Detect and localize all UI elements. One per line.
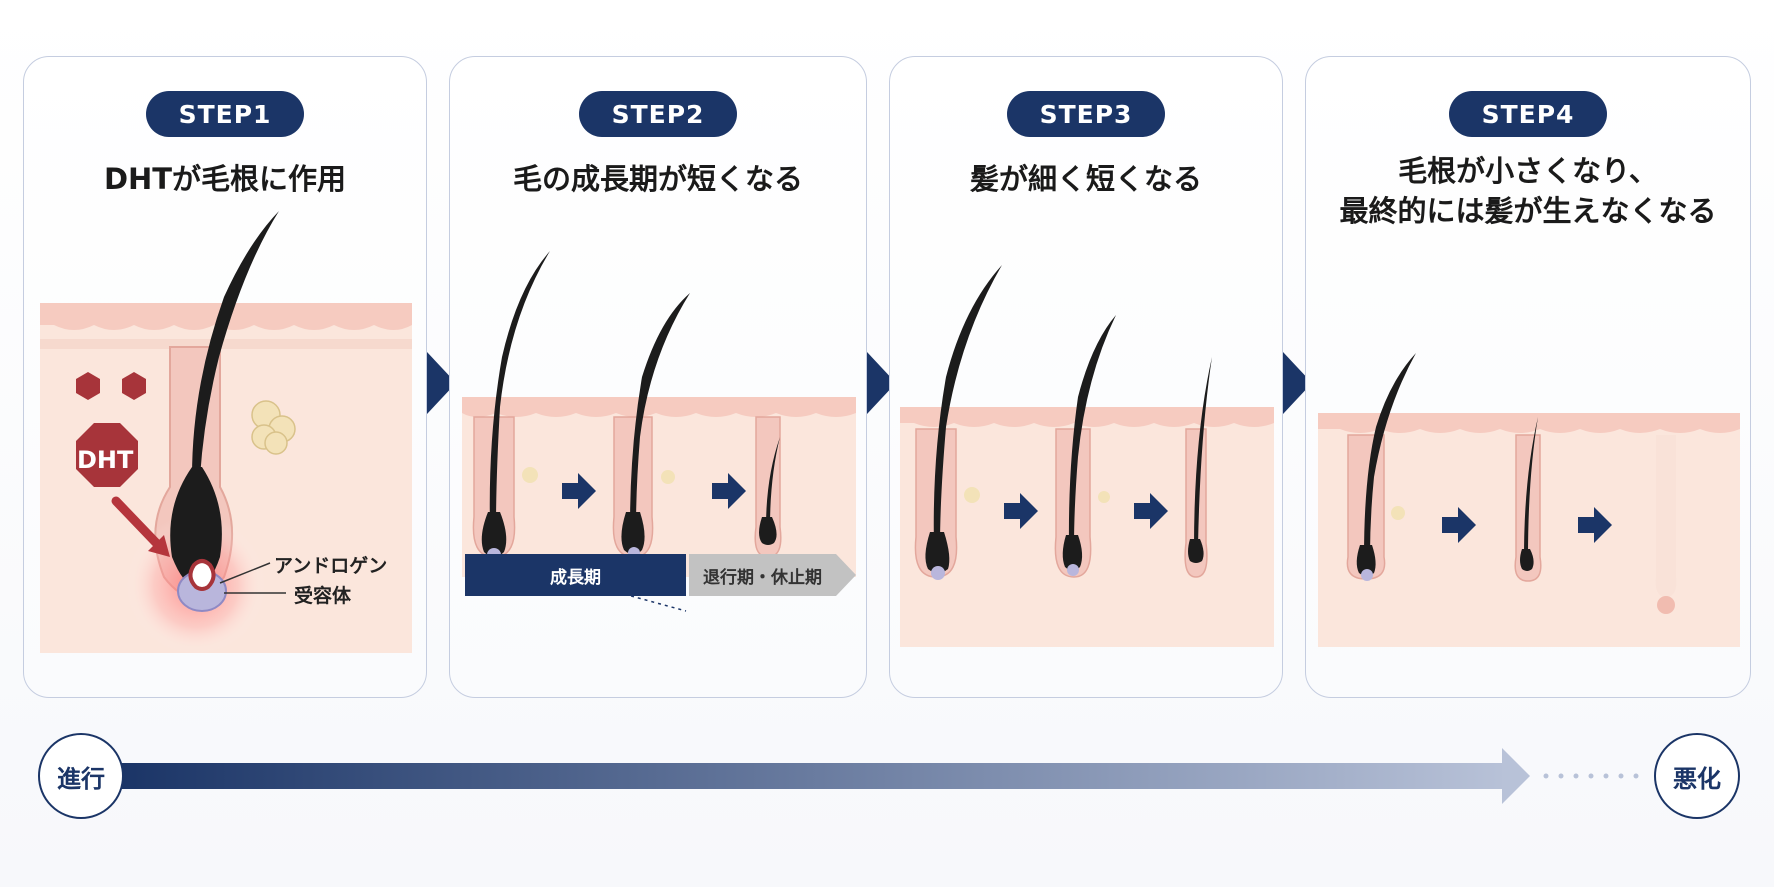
progress-end: 悪化	[1654, 733, 1740, 819]
progression-dots	[1544, 774, 1639, 779]
progress-start: 進行	[38, 733, 124, 819]
